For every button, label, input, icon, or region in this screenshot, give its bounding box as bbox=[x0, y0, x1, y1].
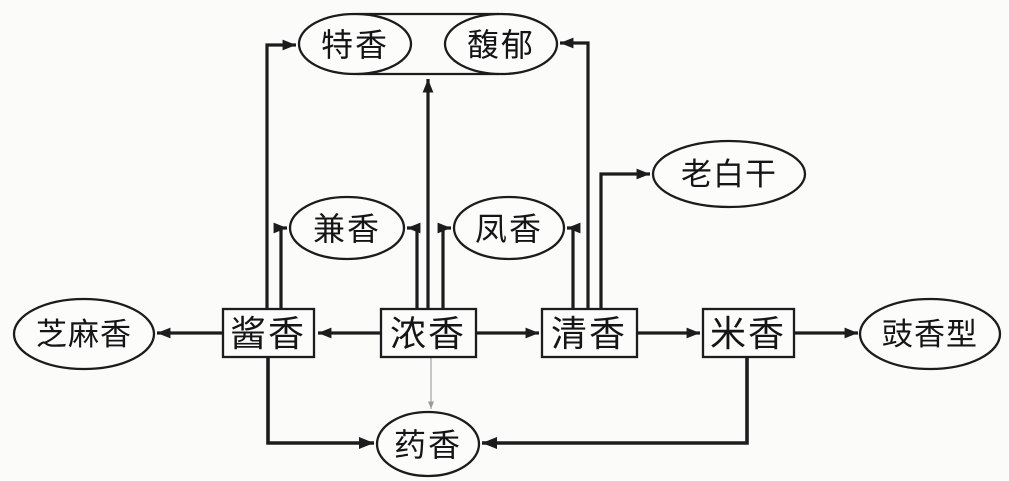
node-texiang: 特香 bbox=[297, 12, 413, 76]
texiang-ellipse bbox=[297, 12, 413, 76]
yaoxiang-ellipse bbox=[375, 410, 481, 478]
chixiangxing-label: 豉香型 bbox=[882, 317, 978, 352]
jianxiang-label: 兼香 bbox=[313, 211, 381, 247]
nongxiang-rect bbox=[379, 307, 478, 359]
node-chixiangxing: 豉香型 bbox=[858, 297, 1002, 371]
node-mixiang: 米香 bbox=[701, 307, 796, 359]
nongxiang-label: 浓香 bbox=[390, 313, 466, 354]
edge-qingxiang-to-laobaigan bbox=[599, 168, 650, 309]
fengxiang-ellipse bbox=[452, 195, 566, 261]
yaoxiang-label: 药香 bbox=[394, 427, 462, 463]
edge-jiangxiang-to-yaoxiang bbox=[266, 357, 374, 450]
fuyu-ellipse bbox=[443, 12, 559, 76]
laobaigan-ellipse bbox=[651, 139, 807, 209]
fengxiang-label: 凤香 bbox=[475, 211, 543, 247]
edge-jiangxiang-to-jianxiang bbox=[273, 222, 287, 309]
edge-jiangxiang-to-texiang bbox=[265, 39, 296, 309]
node-zhimaxiang: 芝麻香 bbox=[12, 297, 156, 371]
edge-mixiang-to-yaoxiang bbox=[482, 357, 749, 450]
edge-nongxiang-to-fengxiang bbox=[437, 222, 451, 309]
node-nongxiang: 浓香 bbox=[379, 307, 478, 359]
edge-nongxiang-to-jianxiang bbox=[407, 222, 421, 309]
chixiangxing-ellipse bbox=[858, 297, 1002, 371]
qingxiang-label: 清香 bbox=[551, 313, 627, 354]
jiangxiang-rect bbox=[221, 307, 316, 359]
node-jianxiang: 兼香 bbox=[288, 195, 406, 261]
laobaigan-label: 老白干 bbox=[681, 157, 777, 192]
jiangxiang-label: 酱香 bbox=[230, 313, 306, 354]
node-fengxiang: 凤香 bbox=[452, 195, 566, 261]
zhimaxiang-ellipse bbox=[12, 297, 156, 371]
node-jiangxiang: 酱香 bbox=[221, 307, 316, 359]
fuyu-label: 馥郁 bbox=[467, 27, 535, 63]
texiang-label: 特香 bbox=[321, 27, 389, 63]
jianxiang-ellipse bbox=[288, 195, 406, 261]
mixiang-rect bbox=[701, 307, 796, 359]
group-texiang-fuyu-hull bbox=[357, 12, 499, 76]
node-fuyu: 馥郁 bbox=[443, 12, 559, 76]
mixiang-label: 米香 bbox=[710, 313, 786, 354]
node-yaoxiang: 药香 bbox=[375, 410, 481, 478]
qingxiang-rect bbox=[540, 307, 639, 359]
edge-qingxiang-to-fuyu bbox=[560, 37, 590, 309]
edges-layer bbox=[157, 37, 858, 450]
node-laobaigan: 老白干 bbox=[651, 139, 807, 209]
node-qingxiang: 清香 bbox=[540, 307, 639, 359]
edge-qingxiang-to-fengxiang bbox=[567, 222, 581, 309]
zhimaxiang-label: 芝麻香 bbox=[36, 317, 132, 352]
